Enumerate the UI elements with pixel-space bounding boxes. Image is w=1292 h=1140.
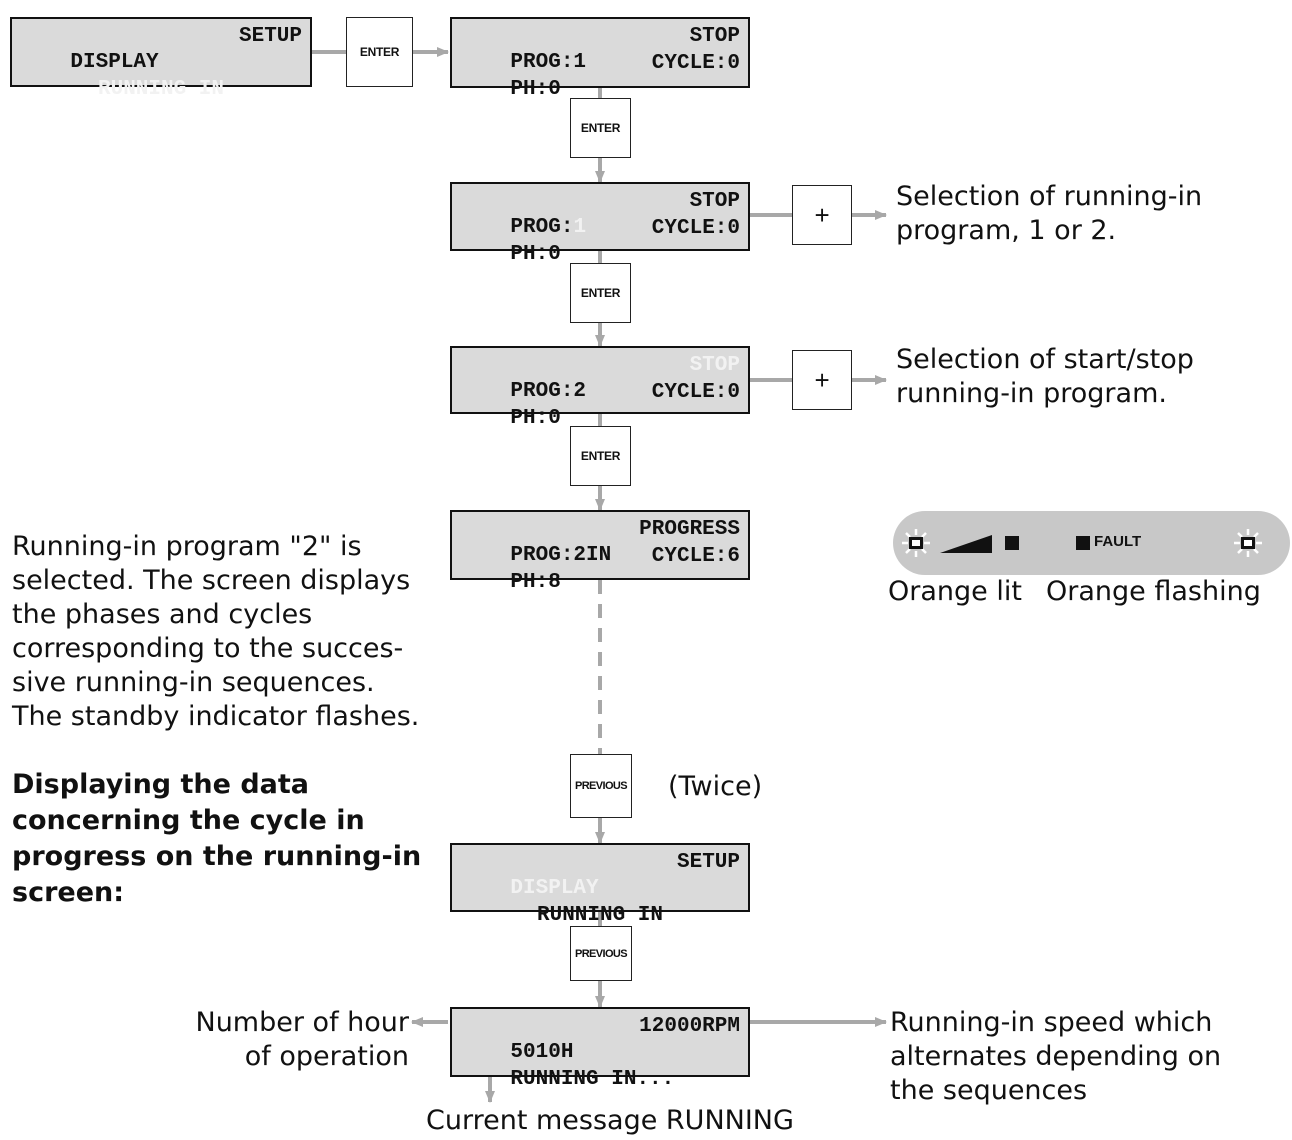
heading-line: screen: bbox=[12, 877, 125, 908]
lcd-phase: PH:0 bbox=[510, 78, 561, 101]
enter-key-1[interactable]: ENTER bbox=[346, 17, 413, 87]
note-start-stop-1: Selection of start/stop bbox=[896, 344, 1194, 375]
lcd-prog-screen-4: PROG:2IN PROGRESS PH:8 CYCLE:6 bbox=[450, 510, 750, 594]
lcd-menu-setup: SETUP bbox=[676, 851, 740, 874]
lcd-menu-running-in: RUNNING IN bbox=[97, 78, 225, 101]
lcd-speed: 12000RPM bbox=[639, 1015, 740, 1038]
lcd-prog-screen-2: PROG:1 STOP PH:0 CYCLE:0 bbox=[450, 182, 750, 266]
lcd-prog-screen-3: PROG:2 STOP PH:0 CYCLE:0 bbox=[450, 346, 750, 430]
note-select-prog-2: program, 1 or 2. bbox=[896, 215, 1117, 246]
enter-key-4[interactable]: ENTER bbox=[570, 426, 631, 486]
enter-key-3[interactable]: ENTER bbox=[570, 263, 631, 323]
heading-line: Displaying the data bbox=[12, 769, 310, 800]
note-line: sive running-in sequences. bbox=[12, 667, 375, 698]
note-line: the phases and cycles bbox=[12, 599, 313, 630]
note-speed-1: Running-in speed which bbox=[890, 1007, 1213, 1038]
lcd-prog-label: PROG:2IN bbox=[510, 544, 612, 567]
note-select-prog-1: Selection of running-in bbox=[896, 181, 1203, 212]
lcd-cycle: CYCLE:0 bbox=[651, 217, 740, 240]
orange-flashing-label: Orange flashing bbox=[1046, 576, 1261, 607]
heading-line: progress on the running-in bbox=[12, 841, 422, 872]
lcd-menu-display: DISPLAY bbox=[70, 51, 159, 74]
lcd-prog-selected: 1 bbox=[573, 216, 587, 239]
lcd-menu-screen: DISPLAY SETUP RUNNING IN bbox=[10, 17, 312, 101]
fault-led-icon bbox=[1234, 529, 1262, 557]
enter-key-2[interactable]: ENTER bbox=[570, 98, 631, 158]
lcd-hours: 5010H bbox=[510, 1041, 574, 1064]
note-hours-1: Number of hour bbox=[195, 1007, 410, 1038]
lcd-prog-label: PROG:1 bbox=[510, 51, 587, 74]
speed-ramp-icon bbox=[940, 535, 992, 553]
plus-key-1[interactable]: + bbox=[792, 185, 852, 245]
note-line: selected. The screen displays bbox=[12, 565, 411, 596]
note-line: The standby indicator flashes. bbox=[12, 701, 420, 732]
note-line: Running-in program "2" is bbox=[12, 531, 362, 562]
previous-key-1[interactable]: PREVIOUS bbox=[570, 754, 632, 818]
status-square-icon bbox=[1005, 536, 1019, 550]
lcd-phase: PH:0 bbox=[510, 407, 561, 430]
lcd-menu-display: DISPLAY bbox=[510, 877, 599, 900]
lcd-status: PROGRESS bbox=[639, 518, 740, 541]
fault-label: FAULT bbox=[1094, 533, 1142, 550]
previous-key-2[interactable]: PREVIOUS bbox=[570, 926, 632, 981]
lcd-status-selected: STOP bbox=[689, 354, 740, 377]
lcd-cycle: CYCLE:6 bbox=[651, 545, 740, 568]
lcd-status: STOP bbox=[689, 25, 740, 48]
lcd-phase: PH:8 bbox=[510, 571, 561, 594]
note-line: corresponding to the succes- bbox=[12, 633, 404, 664]
lcd-running-message: RUNNING IN... bbox=[510, 1068, 675, 1091]
lcd-cycle: CYCLE:0 bbox=[651, 381, 740, 404]
note-current-message: Current message RUNNING bbox=[426, 1105, 794, 1136]
lcd-cycle: CYCLE:0 bbox=[651, 52, 740, 75]
orange-lit-label: Orange lit bbox=[888, 576, 1022, 607]
heading-line: concerning the cycle in bbox=[12, 805, 365, 836]
lcd-menu-running-in: RUNNING IN bbox=[536, 904, 664, 927]
note-speed-3: the sequences bbox=[890, 1075, 1088, 1106]
note-start-stop-2: running-in program. bbox=[896, 378, 1167, 409]
lcd-prog-label: PROG: bbox=[510, 216, 574, 239]
note-hours-2: of operation bbox=[244, 1041, 409, 1072]
lcd-status: STOP bbox=[689, 190, 740, 213]
standby-led-icon bbox=[902, 529, 930, 557]
lcd-running-screen: 5010H 12000RPM RUNNING IN... bbox=[450, 1007, 750, 1091]
fault-square-icon bbox=[1076, 536, 1090, 550]
indicator-panel bbox=[893, 511, 1290, 575]
plus-key-2[interactable]: + bbox=[792, 350, 852, 410]
lcd-prog-screen-1: PROG:1 STOP PH:0 CYCLE:0 bbox=[450, 17, 750, 101]
note-twice: (Twice) bbox=[668, 771, 763, 802]
lcd-phase: PH:0 bbox=[510, 243, 561, 266]
lcd-menu-screen-2: DISPLAY SETUP RUNNING IN bbox=[450, 843, 750, 927]
note-speed-2: alternates depending on bbox=[890, 1041, 1222, 1072]
lcd-prog-label: PROG:2 bbox=[510, 380, 587, 403]
lcd-menu-setup: SETUP bbox=[238, 25, 302, 48]
